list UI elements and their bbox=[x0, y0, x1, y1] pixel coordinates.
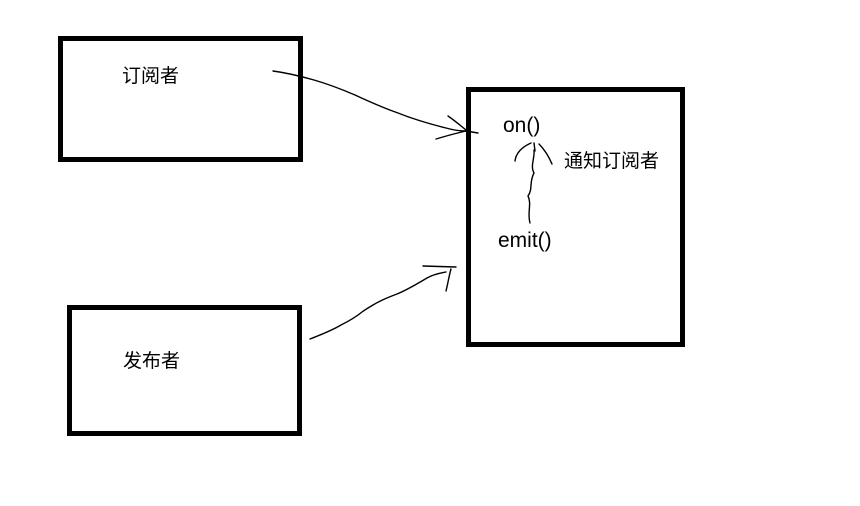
notify-subscribers-label: 通知订阅者 bbox=[564, 151, 660, 172]
publisher-label: 发布者 bbox=[123, 351, 181, 372]
emit-method-label: emit() bbox=[498, 229, 552, 252]
arrow-publisher-to-emit bbox=[309, 265, 457, 340]
event-bus-box bbox=[466, 87, 685, 347]
on-method-label: on() bbox=[503, 114, 541, 137]
publisher-box bbox=[67, 305, 302, 436]
subscriber-label: 订阅者 bbox=[122, 66, 180, 87]
arrow-subscriber-to-on bbox=[272, 70, 479, 140]
subscriber-box bbox=[58, 36, 303, 162]
